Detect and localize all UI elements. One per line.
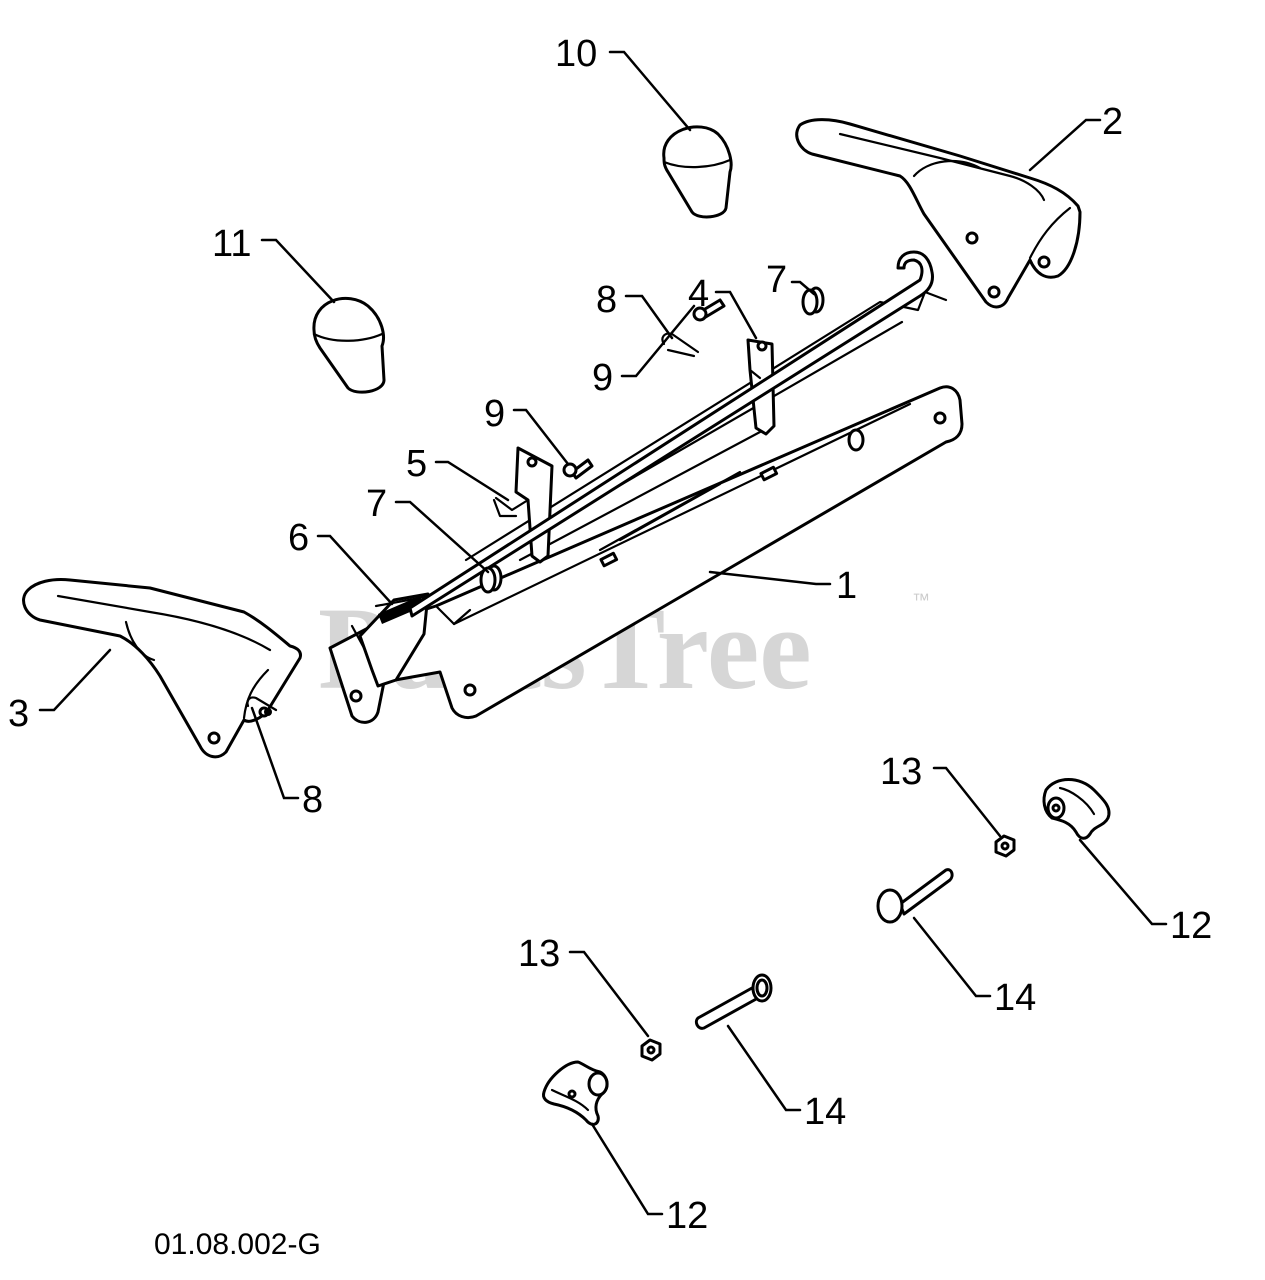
bolt-part-9-lower[interactable] <box>562 458 594 480</box>
pin-part-14-upper[interactable] <box>876 868 954 924</box>
clip-part-8-lower[interactable] <box>246 696 278 716</box>
watermark-trademark: ™ <box>912 590 930 610</box>
callout-8-upper: 8 <box>596 279 617 321</box>
callout-7-upper: 7 <box>766 259 787 301</box>
callout-12-lower: 12 <box>666 1195 708 1237</box>
lever-part-2[interactable] <box>795 118 1082 309</box>
callout-7-lower: 7 <box>366 483 387 525</box>
callout-11: 11 <box>212 223 251 265</box>
callout-9-upper: 9 <box>592 357 613 399</box>
callout-6: 6 <box>288 517 309 559</box>
pin-part-14-lower[interactable] <box>694 973 773 1030</box>
nut-part-13-upper[interactable] <box>994 834 1016 858</box>
washer-part-7-lower[interactable] <box>479 564 503 594</box>
plate-part-1[interactable] <box>328 290 964 724</box>
nut-part-13-lower[interactable] <box>640 1038 662 1062</box>
callout-10: 10 <box>555 33 597 75</box>
callout-4: 4 <box>688 273 709 315</box>
callout-2: 2 <box>1102 101 1123 143</box>
callout-13-lower: 13 <box>518 933 560 975</box>
callout-3: 3 <box>8 693 29 735</box>
knob-part-11[interactable] <box>312 296 386 394</box>
knob-part-10[interactable] <box>662 125 733 219</box>
callout-14-lower: 14 <box>804 1091 846 1133</box>
rod-with-hook[interactable] <box>408 250 934 618</box>
callout-1: 1 <box>836 565 857 607</box>
lever-part-3[interactable] <box>22 578 302 759</box>
callout-9-lower: 9 <box>484 393 505 435</box>
callout-12-upper: 12 <box>1170 905 1212 947</box>
handle-part-12-upper[interactable] <box>1042 778 1111 840</box>
callout-14-upper: 14 <box>994 977 1036 1019</box>
callout-5: 5 <box>406 443 427 485</box>
handle-part-12-lower[interactable] <box>542 1060 609 1126</box>
bolt-part-9-upper[interactable] <box>692 298 726 322</box>
leader-lines <box>38 50 1168 1216</box>
callout-13-upper: 13 <box>880 751 922 793</box>
figure-code: 01.08.002-G <box>154 1228 321 1261</box>
callout-8-lower: 8 <box>302 779 323 821</box>
